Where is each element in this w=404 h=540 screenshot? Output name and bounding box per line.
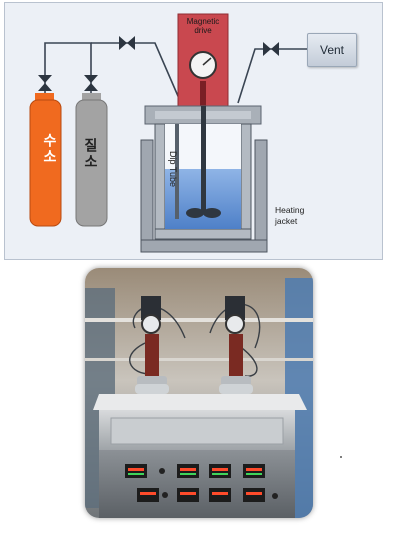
heating-jacket (140, 139, 268, 253)
vent-label: Vent (319, 43, 345, 57)
hydrogen-cylinder (29, 93, 62, 227)
valve-icon (263, 42, 279, 56)
pressure-gauge-icon (225, 314, 245, 334)
reactor-photo (85, 268, 313, 518)
stirrer-shaft (201, 106, 206, 213)
hydrogen-cylinder-label: 수소 (42, 133, 58, 165)
reactor-unit-left (135, 296, 169, 394)
valve-icon (119, 36, 135, 50)
magnetic-drive-label: Magnetic drive (186, 17, 220, 35)
pressure-gauge-icon (141, 314, 161, 334)
control-cabinet (93, 394, 307, 518)
impeller-icon (186, 208, 221, 218)
reactor-unit-right (219, 296, 253, 394)
nitrogen-cylinder (75, 93, 108, 227)
stray-mark (340, 456, 342, 458)
heating-jacket-label: Heating jacket (275, 205, 305, 226)
nitrogen-cylinder-label: 질소 (83, 138, 99, 170)
reactor-photo-drawing (85, 268, 313, 518)
controller-displays (125, 464, 278, 502)
dip-tube (175, 124, 179, 219)
valve-icon (84, 75, 98, 91)
schematic-drawing (29, 13, 351, 253)
dip-tube-label: Dip Tube (168, 151, 178, 188)
vent-box: Vent (307, 33, 357, 67)
valve-icon (38, 75, 52, 91)
reactor-schematic: 수소 질소 Magnetic drive Vent Dip Tube Heati… (4, 2, 383, 260)
